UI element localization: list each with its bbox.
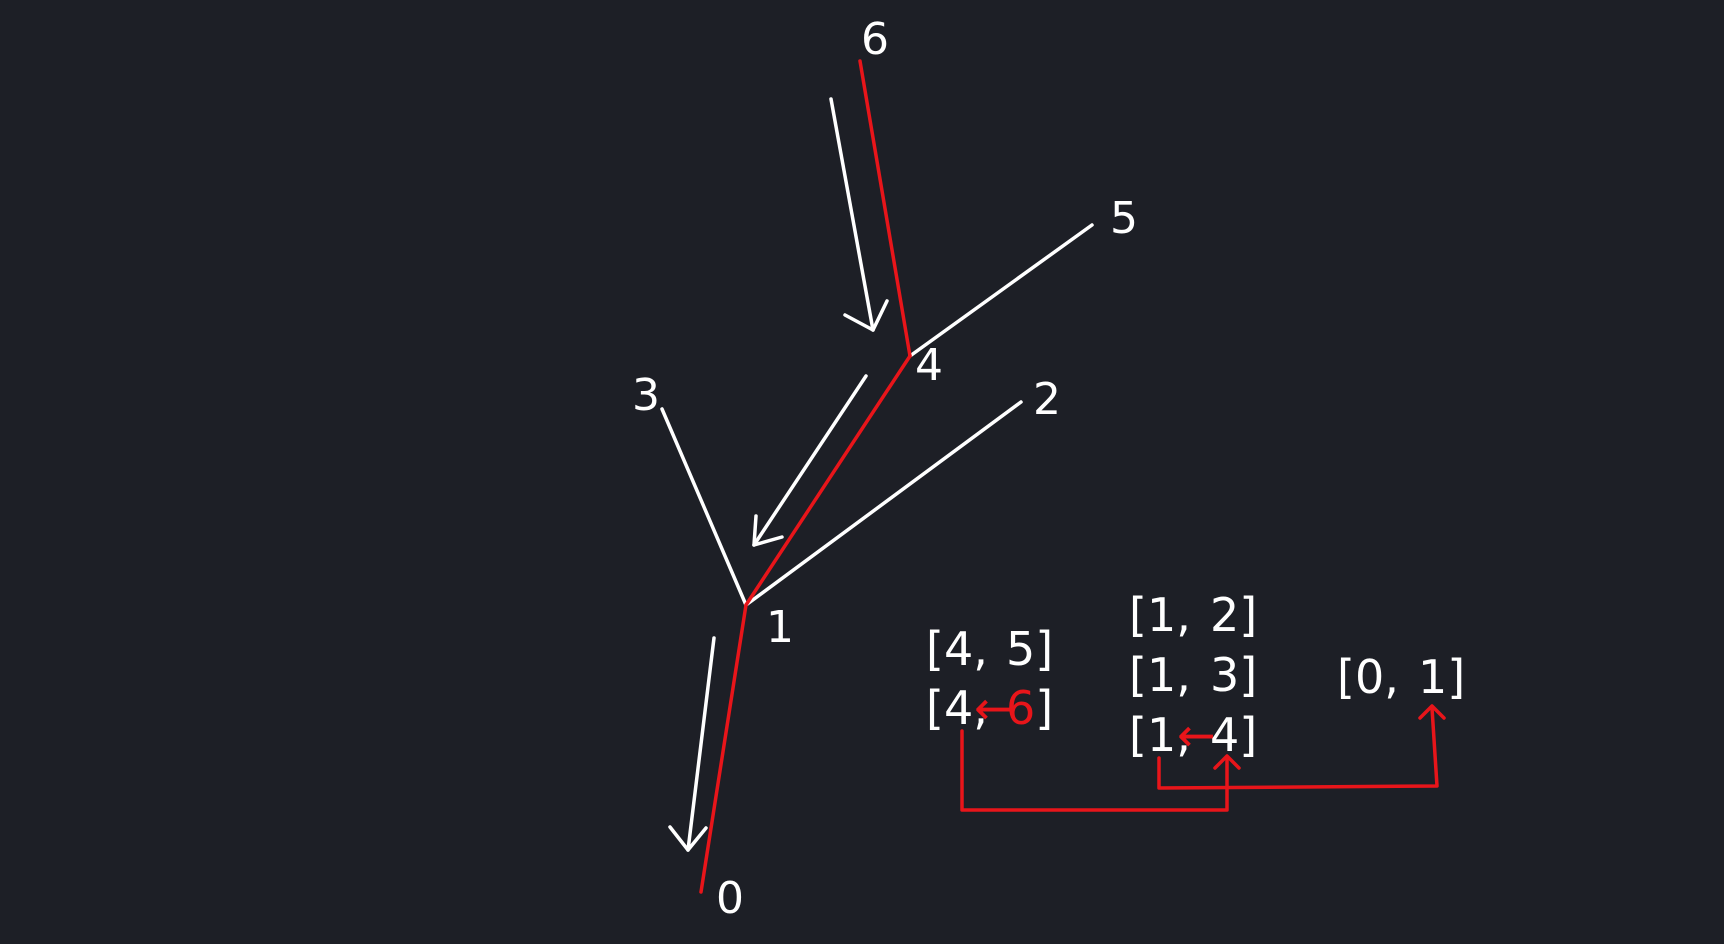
path-edge-0-1 [699, 603, 748, 894]
pair-4-5: [4,5] [926, 622, 1053, 676]
pair-1-3: [1,3] [1129, 648, 1257, 702]
node-label-0: 0 [716, 873, 744, 924]
pair-1-4: [1,←4] [1129, 708, 1257, 762]
direction-arrows [668, 97, 889, 852]
path-edge-1-4 [744, 354, 912, 607]
node-label-3: 3 [632, 370, 660, 421]
pair-group-right: [0,1] [1337, 650, 1465, 704]
path-edge-4-6 [858, 59, 912, 358]
down-arrow-6-to-4 [829, 97, 889, 332]
pair-0-1: [0,1] [1337, 650, 1465, 704]
highlighted-path [699, 59, 912, 894]
node-label-5: 5 [1110, 193, 1138, 244]
down-arrow-4-to-1 [752, 374, 868, 547]
link-connectors [960, 704, 1446, 812]
node-label-6: 6 [861, 14, 889, 65]
pair-group-middle: [1,2] [1,3] [1,←4] [1129, 588, 1257, 762]
edge-1-3 [660, 407, 748, 607]
pair-group-left: [4,5] [4,←6] [926, 622, 1053, 735]
edge-1-2 [744, 400, 1023, 607]
node-label-2: 2 [1033, 374, 1061, 425]
pair-4-6: [4,←6] [926, 681, 1053, 735]
pair-1-2: [1,2] [1129, 588, 1257, 642]
connector-4-6-to-1-4 [960, 729, 1241, 812]
edge-4-5 [908, 223, 1094, 358]
node-label-4: 4 [915, 340, 943, 391]
down-arrow-1-to-0 [668, 636, 716, 852]
connector-1-4-to-0-1 [1157, 704, 1446, 790]
tree-edges [660, 223, 1094, 607]
node-label-1: 1 [766, 602, 794, 653]
